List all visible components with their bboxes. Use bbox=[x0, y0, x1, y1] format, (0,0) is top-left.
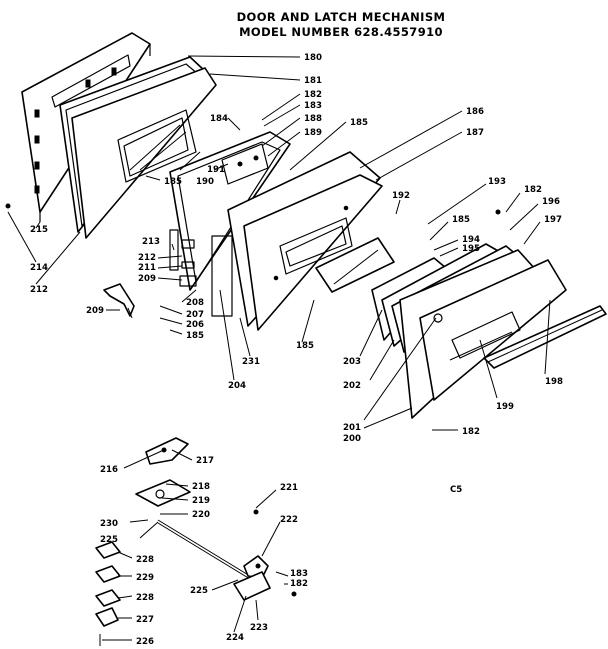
label-219: 219 bbox=[192, 496, 210, 506]
label-217: 217 bbox=[196, 456, 214, 466]
label-186: 186 bbox=[466, 107, 484, 117]
label-210: 211 bbox=[138, 263, 156, 273]
label-203: 203 bbox=[343, 357, 361, 367]
label-197: 197 bbox=[544, 215, 562, 225]
label-189: 189 bbox=[304, 128, 322, 138]
label-187: 187 bbox=[466, 128, 484, 138]
label-195: 195 bbox=[462, 244, 480, 254]
label-192: 192 bbox=[392, 191, 410, 201]
label-221: 221 bbox=[280, 483, 298, 493]
label-213: 212 bbox=[30, 285, 48, 295]
label-231: 231 bbox=[242, 357, 260, 367]
outer-door-skin bbox=[399, 249, 567, 419]
label-225-b: 225 bbox=[190, 586, 208, 596]
label-194: 194 bbox=[462, 235, 480, 245]
label-188: 188 bbox=[304, 114, 322, 124]
label-193: 193 bbox=[488, 177, 506, 187]
label-214: 214 bbox=[30, 263, 48, 273]
hinge-parts bbox=[169, 229, 233, 317]
label-220: 220 bbox=[192, 510, 210, 520]
label-201: 201 bbox=[343, 423, 361, 433]
label-207: 208 bbox=[186, 298, 204, 308]
door-liner bbox=[59, 56, 217, 239]
label-183-b: 183 bbox=[290, 569, 308, 579]
label-209: 209 bbox=[86, 306, 104, 316]
label-196: 196 bbox=[542, 197, 560, 207]
label-185-b: 185 bbox=[164, 177, 182, 187]
label-212: 213 bbox=[142, 237, 160, 247]
label-180: 180 bbox=[304, 53, 322, 63]
label-205: 206 bbox=[186, 320, 204, 330]
label-227: 227 bbox=[136, 615, 154, 625]
label-228-a: 228 bbox=[136, 555, 154, 565]
label-229: 229 bbox=[136, 573, 154, 583]
label-215: 215 bbox=[30, 225, 48, 235]
label-185-c: 185 bbox=[452, 215, 470, 225]
label-184: 184 bbox=[210, 114, 228, 124]
label-224: 224 bbox=[226, 633, 244, 643]
corner-mark: C5 bbox=[450, 485, 462, 495]
screw-icons bbox=[5, 203, 501, 597]
latch-switch-parts bbox=[95, 541, 121, 646]
label-183: 183 bbox=[304, 101, 322, 111]
latch-hook bbox=[233, 555, 271, 601]
label-182-c: 182 bbox=[462, 427, 480, 437]
leader-lines bbox=[7, 55, 551, 641]
label-218: 218 bbox=[192, 482, 210, 492]
inner-door-panel bbox=[227, 151, 395, 331]
label-182-b: 182 bbox=[524, 185, 542, 195]
label-191: 191 bbox=[207, 165, 225, 175]
latch-rod bbox=[157, 519, 251, 580]
label-223: 223 bbox=[250, 623, 268, 633]
model-number: MODEL NUMBER 628.4557910 bbox=[239, 25, 443, 39]
label-208: 209 bbox=[138, 274, 156, 284]
label-226: 226 bbox=[136, 637, 154, 647]
label-206: 207 bbox=[186, 310, 204, 320]
label-181: 181 bbox=[304, 76, 322, 86]
label-216: 216 bbox=[100, 465, 118, 475]
label-185-d: 185 bbox=[296, 341, 314, 351]
label-228-b: 228 bbox=[136, 593, 154, 603]
part-labels: 180 181 182 183 184 188 189 185 186 187 … bbox=[30, 53, 563, 647]
label-211: 212 bbox=[138, 253, 156, 263]
label-182-d: 182 bbox=[290, 579, 308, 589]
diagram-title: DOOR AND LATCH MECHANISM bbox=[237, 10, 446, 24]
latch-bracket bbox=[145, 437, 189, 465]
label-185-e: 185 bbox=[186, 331, 204, 341]
label-204: 204 bbox=[228, 381, 246, 391]
door-handle bbox=[483, 305, 607, 369]
label-202: 202 bbox=[343, 381, 361, 391]
label-199: 199 bbox=[496, 402, 514, 412]
hinge-arm bbox=[103, 283, 135, 319]
label-182: 182 bbox=[304, 90, 322, 100]
label-222: 222 bbox=[280, 515, 298, 525]
label-225-a: 225 bbox=[100, 535, 118, 545]
latch-plate bbox=[135, 479, 191, 507]
label-185-a: 185 bbox=[350, 118, 368, 128]
label-230: 230 bbox=[100, 519, 118, 529]
label-190: 190 bbox=[196, 177, 214, 187]
label-200: 200 bbox=[343, 434, 361, 444]
label-198: 198 bbox=[545, 377, 563, 387]
